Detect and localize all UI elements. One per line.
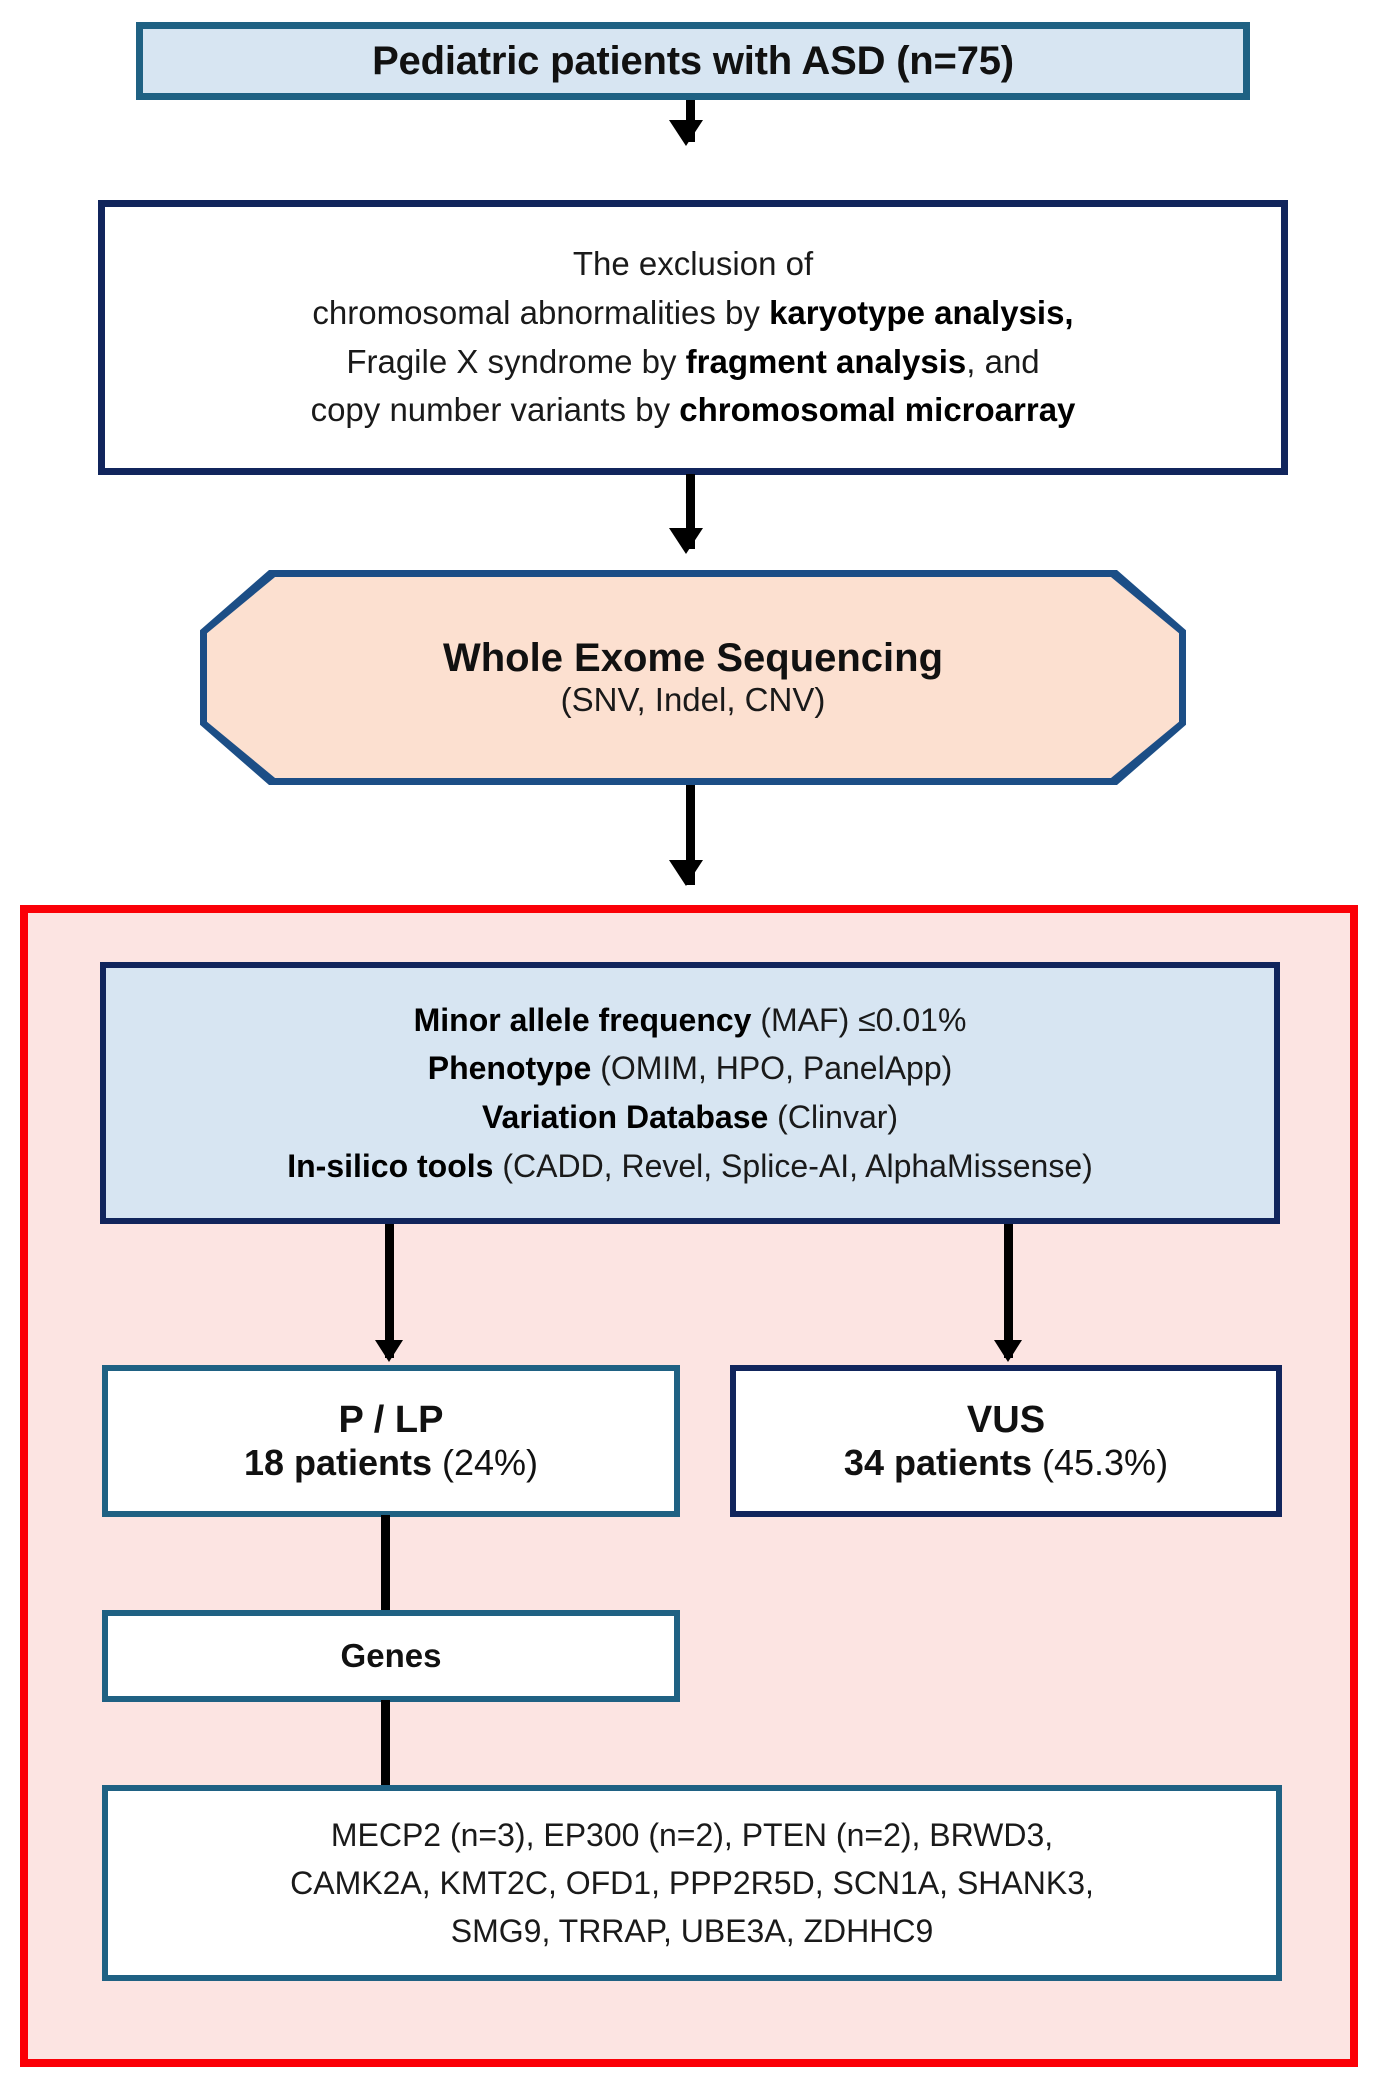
node-exclusion: The exclusion of chromosomal abnormaliti… <box>98 200 1288 475</box>
node-filtering-criteria: Minor allele frequency (MAF) ≤0.01% Phen… <box>100 962 1280 1224</box>
criteria-row-1: Minor allele frequency (MAF) ≤0.01% <box>413 1001 967 1038</box>
cohort-label: Pediatric patients with ASD (n=75) <box>372 38 1014 83</box>
node-whole-exome-sequencing: Whole Exome Sequencing (SNV, Indel, CNV) <box>200 570 1186 785</box>
node-p-lp: P / LP 18 patients (24%) <box>102 1365 680 1517</box>
sequencing-subtitle: (SNV, Indel, CNV) <box>560 681 826 718</box>
gene-list-line-1: MECP2 (n=3), EP300 (n=2), PTEN (n=2), BR… <box>330 1817 1054 1853</box>
criteria-row-2: Phenotype (OMIM, HPO, PanelApp) <box>427 1050 953 1087</box>
criteria-row-3: Variation Database (Clinvar) <box>481 1099 899 1135</box>
connector-plp-to-genes <box>381 1515 390 1617</box>
arrowhead-criteria-to-vus <box>994 1340 1022 1362</box>
vus-count: 34 patients (45.3%) <box>843 1441 1169 1483</box>
plp-title: P / LP <box>338 1398 444 1441</box>
connector-genes-to-list <box>381 1700 390 1790</box>
arrowhead-exclusion-to-sequencing <box>669 528 703 554</box>
gene-list-line-2: CAMK2A, KMT2C, OFD1, PPP2R5D, SCN1A, SHA… <box>290 1865 1094 1901</box>
exclusion-line-1: The exclusion of <box>572 244 814 282</box>
sequencing-title: Whole Exome Sequencing <box>442 636 944 680</box>
arrowhead-sequencing-to-criteria <box>669 860 703 886</box>
arrowhead-criteria-to-plp <box>375 1340 403 1362</box>
node-gene-list: MECP2 (n=3), EP300 (n=2), PTEN (n=2), BR… <box>102 1785 1282 1981</box>
exclusion-line-4: copy number variants by chromosomal micr… <box>310 391 1076 429</box>
exclusion-line-2: chromosomal abnormalities by karyotype a… <box>312 293 1074 331</box>
genes-label: Genes <box>340 1637 442 1674</box>
node-vus: VUS 34 patients (45.3%) <box>730 1365 1282 1517</box>
connector-exclusion-to-sequencing <box>686 474 695 549</box>
connector-criteria-to-vus <box>1004 1224 1013 1358</box>
octagon-inner: Whole Exome Sequencing (SNV, Indel, CNV) <box>207 577 1179 778</box>
arrowhead-cohort-to-exclusion <box>669 120 703 146</box>
node-genes-header: Genes <box>102 1610 680 1702</box>
exclusion-line-3: Fragile X syndrome by fragment analysis,… <box>346 342 1040 380</box>
criteria-row-4: In-silico tools (CADD, Revel, Splice-AI,… <box>287 1147 1093 1184</box>
gene-list-line-3: SMG9, TRRAP, UBE3A, ZDHHC9 <box>450 1913 934 1949</box>
plp-count: 18 patients (24%) <box>243 1441 539 1483</box>
vus-title: VUS <box>966 1398 1046 1441</box>
connector-criteria-to-plp <box>385 1224 394 1358</box>
connector-sequencing-to-criteria <box>686 785 695 885</box>
node-cohort: Pediatric patients with ASD (n=75) <box>136 22 1250 100</box>
